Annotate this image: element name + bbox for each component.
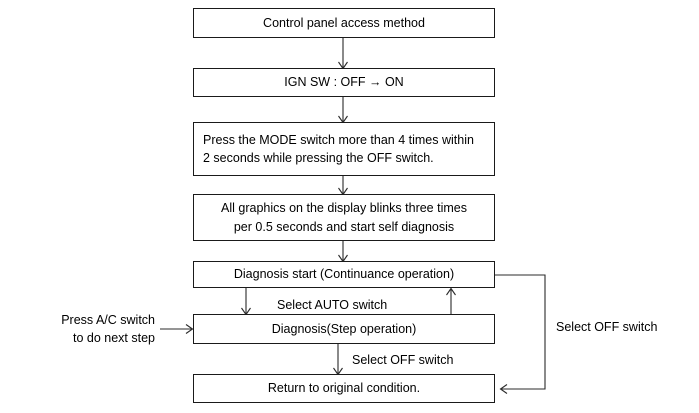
node-label: Press the MODE switch more than 4 times … <box>203 132 474 165</box>
connector-start-to-return-loop <box>495 274 546 394</box>
node-return-original-condition[interactable]: Return to original condition. <box>193 374 495 403</box>
node-control-panel-access-method[interactable]: Control panel access method <box>193 8 495 38</box>
connector-ac-switch-to-step <box>160 324 194 334</box>
edge-label-select-auto-switch: Select AUTO switch <box>277 298 388 312</box>
node-label: Diagnosis(Step operation) <box>271 321 417 336</box>
edge-label-select-off-switch-step: Select OFF switch <box>352 353 454 367</box>
node-press-mode-switch[interactable]: Press the MODE switch more than 4 times … <box>193 122 495 176</box>
edge-label-select-off-switch-return: Select OFF switch <box>556 320 658 334</box>
connector-start-to-step <box>241 288 251 316</box>
connector-ign-to-mode <box>338 97 348 124</box>
node-label: IGN SW : OFF → ON <box>284 75 404 90</box>
node-label: Return to original condition. <box>267 381 421 396</box>
node-label: Control panel access method <box>263 15 425 30</box>
node-diagnosis-step[interactable]: Diagnosis(Step operation) <box>193 314 495 344</box>
node-label: Diagnosis start (Continuance operation) <box>233 267 455 282</box>
connector-step-to-start-return <box>446 287 456 314</box>
connector-step-to-return <box>333 344 343 376</box>
node-all-graphics-blink[interactable]: All graphics on the display blinks three… <box>193 194 495 241</box>
connector-mode-to-blink <box>338 176 348 196</box>
node-diagnosis-start[interactable]: Diagnosis start (Continuance operation) <box>193 261 495 288</box>
edge-label-press-ac-switch: Press A/C switch to do next step <box>61 313 155 345</box>
node-ign-sw[interactable]: IGN SW : OFF → ON <box>193 68 495 97</box>
node-label: All graphics on the display blinks three… <box>221 201 467 234</box>
connector-access-to-ign <box>338 38 348 70</box>
connector-blink-to-diagnosis-start <box>338 241 348 263</box>
